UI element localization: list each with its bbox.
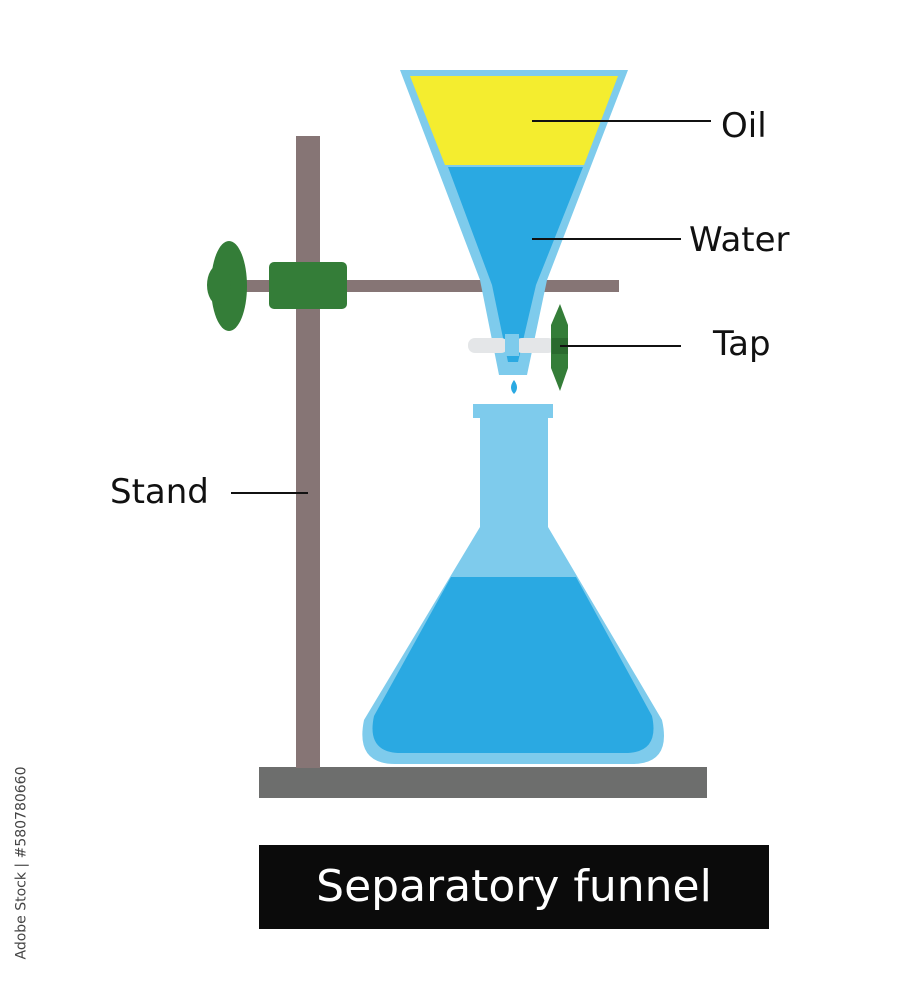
water-layer: [448, 167, 583, 362]
tap-handle-right: [515, 338, 555, 353]
title-banner: Separatory funnel: [259, 845, 769, 929]
tap-handle-left: [468, 338, 508, 353]
stand-base: [259, 767, 707, 798]
diagram-title: Separatory funnel: [316, 861, 712, 912]
water-label: Water: [689, 220, 790, 260]
stock-id-text: Adobe Stock | #580780660: [13, 766, 29, 959]
tap-label: Tap: [713, 324, 771, 364]
clamp-knob-hub: [207, 265, 231, 305]
tap-stem: [505, 334, 519, 356]
clamp-boss: [269, 262, 347, 309]
stock-id-watermark: Adobe Stock | #580780660: [6, 755, 36, 970]
stand-rod: [296, 136, 320, 768]
stand-label: Stand: [110, 472, 209, 512]
oil-label: Oil: [721, 106, 767, 146]
oil-layer: [410, 76, 618, 165]
flask-liquid: [372, 577, 654, 753]
